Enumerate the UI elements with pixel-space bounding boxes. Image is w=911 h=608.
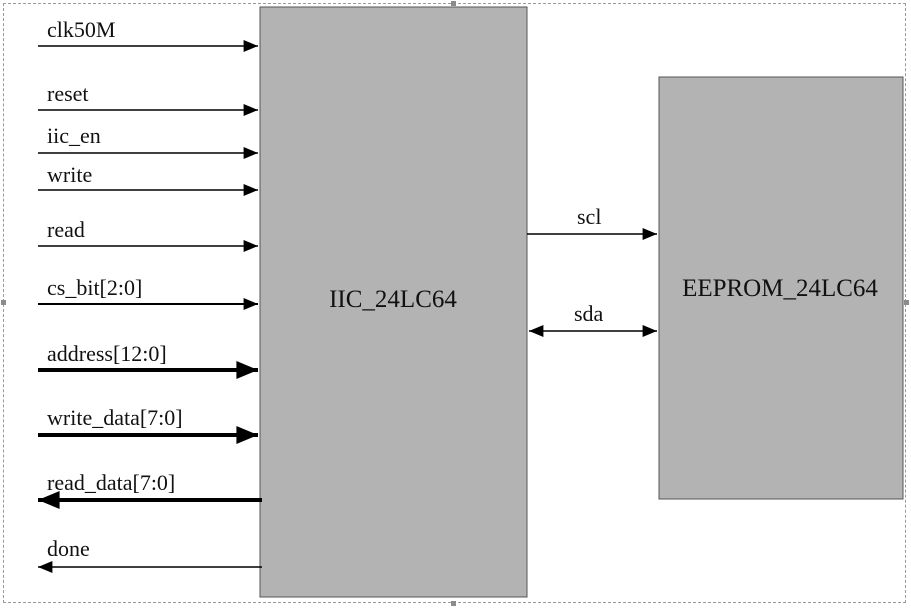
input-bus-write-data: write_data[7:0] <box>38 405 258 444</box>
output-bus-read-data: read_data[7:0] <box>37 470 262 509</box>
input-signal-clk50m: clk50M <box>38 17 258 52</box>
selection-handle-bottom[interactable] <box>451 601 456 606</box>
sda-label: sda <box>574 301 604 326</box>
scl-label: scl <box>577 204 601 229</box>
cs-bit-label: cs_bit[2:0] <box>47 275 142 300</box>
eeprom-label: EEPROM_24LC64 <box>682 275 878 302</box>
input-bus-address: address[12:0] <box>38 341 258 379</box>
done-label: done <box>47 536 90 561</box>
selection-handle-right[interactable] <box>904 300 909 305</box>
selection-handle-top[interactable] <box>451 1 456 6</box>
clk50m-label: clk50M <box>47 17 115 42</box>
input-signal-iic-en: iic_en <box>38 123 258 159</box>
input-signal-read: read <box>38 217 258 252</box>
eeprom-block <box>658 76 904 500</box>
input-signal-reset: reset <box>38 81 258 116</box>
output-signal-done: done <box>38 536 262 573</box>
reset-label: reset <box>47 81 89 106</box>
read-label: read <box>47 217 85 242</box>
address-label: address[12:0] <box>47 341 167 366</box>
link-sda: sda <box>529 301 657 337</box>
iic-controller-label: IIC_24LC64 <box>329 286 457 313</box>
iic-controller-block <box>259 6 528 598</box>
input-signal-cs-bit: cs_bit[2:0] <box>38 275 258 310</box>
write-data-label: write_data[7:0] <box>47 405 183 430</box>
read-data-label: read_data[7:0] <box>47 470 175 495</box>
input-signal-write: write <box>38 162 258 196</box>
link-scl: scl <box>527 204 657 240</box>
iic-en-label: iic_en <box>47 123 101 148</box>
selection-handle-left[interactable] <box>1 300 6 305</box>
write-label: write <box>47 162 92 187</box>
